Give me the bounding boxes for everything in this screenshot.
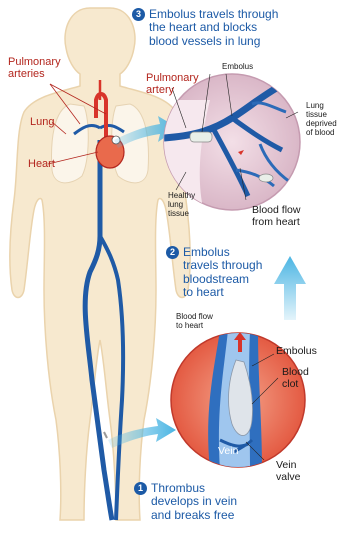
label-healthy-lung-tissue: Healthy lung tissue xyxy=(168,192,195,219)
arrow-upward-step2 xyxy=(274,256,306,320)
label-blood-flow-from-heart: Blood flow from heart xyxy=(252,205,300,229)
embolus-lodged xyxy=(190,132,212,142)
step-2-number-badge: 2 xyxy=(166,246,179,259)
label-embolus-lung: Embolus xyxy=(222,63,253,72)
clot-in-leg-marker xyxy=(104,432,107,438)
step-3-number-badge: 3 xyxy=(132,8,145,21)
label-vein-valve: Vein valve xyxy=(276,460,301,484)
step-1-number-badge: 1 xyxy=(134,482,147,495)
label-heart: Heart xyxy=(28,158,55,170)
embolus-small xyxy=(259,174,273,182)
label-lung-tissue-deprived: Lung tissue deprived of blood xyxy=(306,102,337,138)
label-pulmonary-arteries: Pulmonary arteries xyxy=(8,56,61,81)
label-blood-flow-to-heart: Blood flow to heart xyxy=(176,313,213,331)
label-lung: Lung xyxy=(30,116,54,128)
label-embolus-vein: Embolus xyxy=(276,346,317,358)
label-blood-clot: Blood clot xyxy=(282,367,309,391)
label-pulmonary-artery-inset: Pulmonary artery xyxy=(146,72,199,97)
label-vein: Vein xyxy=(218,446,238,458)
